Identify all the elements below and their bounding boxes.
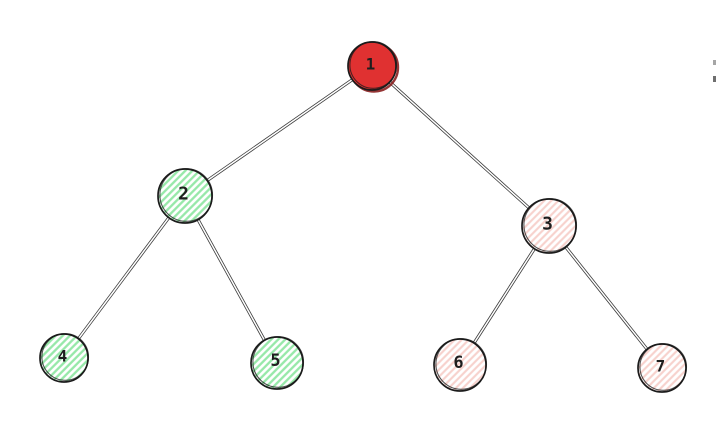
right-edge-artifact bbox=[713, 60, 716, 65]
edge-3-7 bbox=[547, 225, 664, 369]
right-edge-artifact bbox=[713, 76, 716, 82]
edge-1-3 bbox=[370, 64, 551, 228]
node-label: 4 bbox=[58, 347, 68, 366]
node-3: 3 bbox=[521, 198, 578, 254]
node-5: 5 bbox=[250, 336, 305, 390]
edge-1-2 bbox=[184, 64, 373, 198]
node-sketch-contour bbox=[159, 168, 214, 222]
node-6: 6 bbox=[433, 338, 488, 392]
edge-2-5 bbox=[183, 195, 279, 364]
node-4: 4 bbox=[39, 333, 90, 383]
node-sketch-contour bbox=[639, 343, 688, 391]
node-label: 2 bbox=[178, 184, 189, 205]
node-label: 5 bbox=[270, 351, 280, 371]
node-1: 1 bbox=[347, 41, 400, 93]
node-7: 7 bbox=[637, 343, 688, 393]
artifacts-layer bbox=[713, 60, 716, 82]
node-sketch-contour bbox=[523, 198, 578, 252]
node-sketch-contour bbox=[41, 333, 90, 381]
edges-layer bbox=[62, 64, 664, 369]
node-label: 6 bbox=[453, 353, 463, 373]
node-label: 1 bbox=[366, 55, 376, 74]
node-sketch-contour bbox=[252, 336, 305, 388]
node-2: 2 bbox=[157, 168, 214, 224]
node-sketch-contour bbox=[349, 41, 398, 89]
node-label: 3 bbox=[542, 214, 553, 235]
edge-2-4 bbox=[62, 195, 187, 359]
node-sketch-contour bbox=[435, 338, 488, 390]
node-label: 7 bbox=[656, 357, 666, 376]
nodes-layer: 1 2 3 4 5 6 7 bbox=[39, 41, 688, 393]
